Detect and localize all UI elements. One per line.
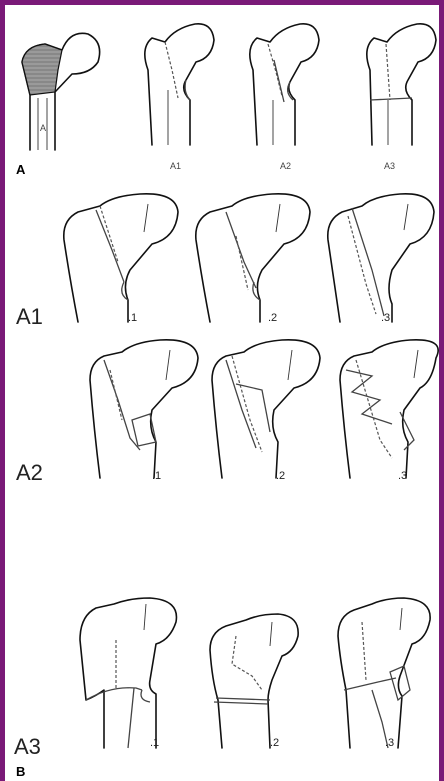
diagram-a2-top [250,24,319,145]
panel-a-letter: A [16,163,25,176]
diagram-a3-1 [80,598,176,748]
subtype-a1-2: .2 [268,313,277,324]
diagram-a3-2 [210,614,298,748]
label-a: A [40,124,46,133]
row-label-a2: A2 [16,462,43,484]
subtype-a3-1: .1 [150,738,159,749]
diagram-a1-3 [328,194,434,322]
subtype-a1-3: .3 [381,313,390,324]
label-a3-top: A3 [384,162,395,171]
subtype-a2-3: .3 [398,471,407,482]
diagram-a2-2 [212,340,320,478]
diagram-a1-1 [64,194,178,322]
row-label-a1: A1 [16,306,43,328]
diagram-a3-top [367,24,436,145]
subtype-a1-1: .1 [128,313,137,324]
diagram-a1-2 [196,194,310,322]
diagram-a3-3 [338,598,430,748]
subtype-a2-2: .2 [276,471,285,482]
row-label-a3: A3 [14,736,41,758]
subtype-a2-1: .1 [152,471,161,482]
diagram-a-region [22,33,100,150]
diagram-a2-3 [340,340,438,478]
diagram-a1-top [145,24,214,145]
diagram-a2-1 [90,340,198,478]
subtype-a3-2: .2 [270,738,279,749]
subtype-a3-3: .3 [385,738,394,749]
panel-b-letter: B [16,765,25,778]
label-a1-top: A1 [170,162,181,171]
label-a2-top: A2 [280,162,291,171]
